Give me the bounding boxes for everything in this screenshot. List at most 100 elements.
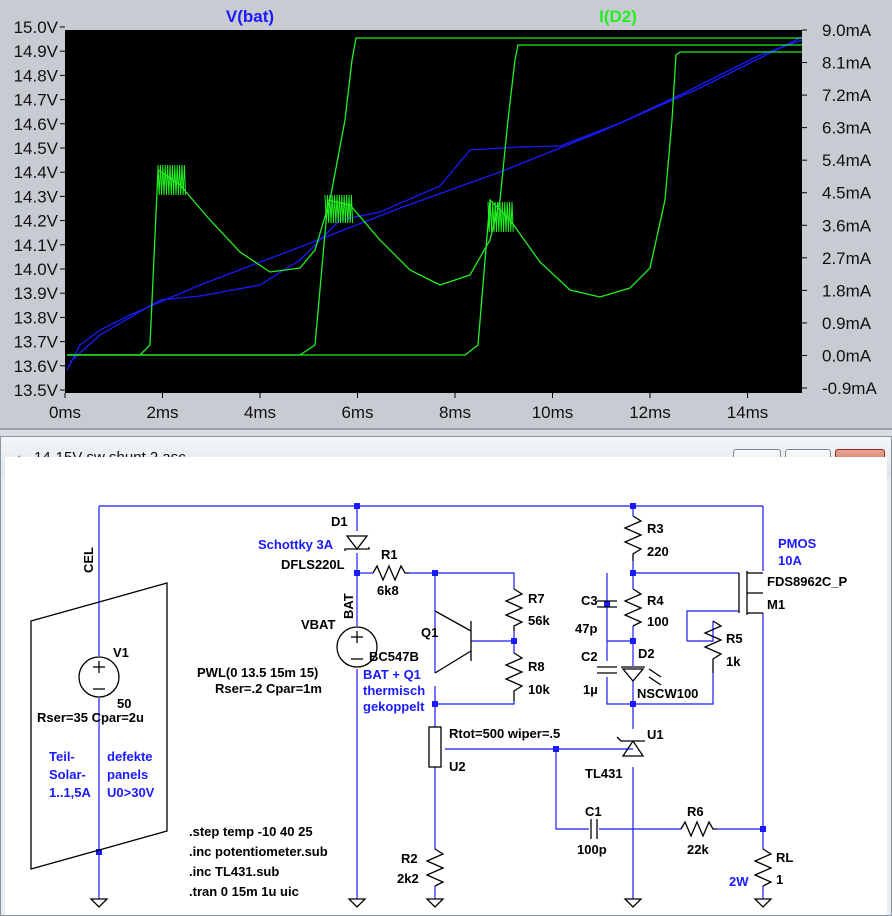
vbat-pwl[interactable]: PWL(0 13.5 15m 15) [197,665,318,680]
rl-value[interactable]: 1 [776,872,783,887]
panel-note-2[interactable]: Solar- [49,767,86,782]
r4-name[interactable]: R4 [647,593,664,608]
thermal-note-line3[interactable]: gekoppelt [363,699,425,714]
left-axis-tick-label: 13.7V [14,333,59,352]
q1-name[interactable]: Q1 [421,625,438,640]
plot-area[interactable] [65,30,802,393]
u1-name[interactable]: U1 [647,727,664,742]
c3-value[interactable]: 47p [575,621,597,636]
spice-directive-inc-pot[interactable]: .inc potentiometer.sub [189,844,328,859]
r7-name[interactable]: R7 [528,591,545,606]
vbat-params[interactable]: Rser=.2 Cpar=1m [215,681,322,696]
x-axis-tick-label: 2ms [146,403,178,422]
right-axis-tick-label: 8.1mA [822,54,872,73]
vbat-source-symbol [336,626,378,668]
r8-name[interactable]: R8 [528,659,545,674]
m1-model[interactable]: FDS8962C_P [767,574,848,589]
panel-note-3[interactable]: 1..1,5A [49,785,92,800]
pmos-label[interactable]: PMOS [778,536,817,551]
vbat-name[interactable]: VBAT [301,617,335,632]
left-axis-tick-label: 14.6V [14,115,59,134]
right-axis-tick-label: 5.4mA [822,151,872,170]
c2-value[interactable]: 1µ [583,682,598,697]
pot-value[interactable]: Rtot=500 wiper=.5 [449,726,560,741]
schematic-drawing[interactable]: CEL V1 50 Rser=35 Cpar=2u D1 DFLS220L R1… [5,457,887,915]
spice-directive-step[interactable]: .step temp -10 40 25 [189,824,313,839]
r3-name[interactable]: R3 [647,521,664,536]
left-axis-tick-label: 13.8V [14,308,59,327]
c1-name[interactable]: C1 [585,804,602,819]
vbat-trace-steps [69,39,802,363]
x-axis-tick-label: 12ms [629,403,671,422]
spice-directive-tran[interactable]: .tran 0 15m 1u uic [189,884,299,899]
c1-value[interactable]: 100p [577,842,607,857]
v1-source-symbol [78,656,120,698]
u2-name[interactable]: U2 [449,759,466,774]
id2-trace-a [67,37,802,356]
waveform-plot[interactable]: 15.0V14.9V14.8V14.7V14.6V14.5V14.4V14.3V… [0,0,892,428]
thermal-note-line1[interactable]: BAT + Q1 [363,667,421,682]
d1-model[interactable]: DFLS220L [281,557,345,572]
c3-name[interactable]: C3 [581,593,598,608]
d1-description[interactable]: Schottky 3A [258,537,334,552]
u1-model[interactable]: TL431 [585,766,623,781]
schematic-window[interactable]: ⊣⌐ 14-15V sw shunt 2.asc ✕ [0,436,892,916]
panel-note-5[interactable]: panels [107,767,148,782]
v1-params[interactable]: Rser=35 Cpar=2u [37,710,144,725]
ground-symbol [347,898,367,908]
r2-name[interactable]: R2 [401,851,418,866]
trace-label-vbat[interactable]: V(bat) [226,7,274,26]
right-axis-tick-label: 7.2mA [822,86,872,105]
r2-value[interactable]: 2k2 [397,871,419,886]
wires [98,505,764,899]
r1-value[interactable]: 6k8 [377,583,399,598]
r7-value[interactable]: 56k [528,613,550,628]
d1-diode-symbol [345,535,369,551]
v1-name[interactable]: V1 [113,645,129,660]
panel-note-6[interactable]: U0>30V [107,785,155,800]
trace-label-id2[interactable]: I(D2) [599,7,637,26]
right-axis-tick-label: 9.0mA [822,21,872,40]
r4-resistor-symbol [623,588,643,627]
panel-note-1[interactable]: Teil- [49,749,75,764]
d2-model[interactable]: NSCW100 [637,686,698,701]
panel-note-4[interactable]: defekte [107,749,153,764]
id2-trace-c [67,51,802,356]
r1-resistor-symbol [372,564,409,582]
r3-value[interactable]: 220 [647,544,669,559]
net-label-bat[interactable]: BAT [341,593,356,619]
thermal-note-line2[interactable]: thermisch [363,683,425,698]
r8-value[interactable]: 10k [528,682,550,697]
q1-model[interactable]: BC547B [369,649,419,664]
ground-symbol [89,898,109,908]
solar-panel-outline [30,582,168,870]
rl-power[interactable]: 2W [729,874,749,889]
left-axis-tick-label: 14.9V [14,42,59,61]
left-axis-tick-label: 14.0V [14,260,59,279]
c2-name[interactable]: C2 [581,649,598,664]
r2-resistor-symbol [425,848,445,887]
m1-name[interactable]: M1 [767,597,785,612]
d1-name[interactable]: D1 [331,514,348,529]
v1-value[interactable]: 50 [117,696,131,711]
r6-value[interactable]: 22k [687,842,709,857]
r1-name[interactable]: R1 [381,547,398,562]
d2-name[interactable]: D2 [638,646,655,661]
net-label-cel[interactable]: CEL [81,547,96,573]
schematic-canvas[interactable]: CEL V1 50 Rser=35 Cpar=2u D1 DFLS220L R1… [5,457,887,915]
right-axis-tick-label: 6.3mA [822,119,872,138]
x-axis-tick-label: 4ms [244,403,276,422]
pmos-current[interactable]: 10A [778,553,802,568]
r5-value[interactable]: 1k [726,654,741,669]
r5-name[interactable]: R5 [726,631,743,646]
u1-tl431-symbol [621,739,645,757]
r4-value[interactable]: 100 [647,614,669,629]
r6-name[interactable]: R6 [687,804,704,819]
rl-name[interactable]: RL [776,850,793,865]
d2-led-symbol [621,668,645,683]
left-axis-tick-label: 14.3V [14,187,59,206]
right-axis-tick-label: 0.0mA [822,346,872,365]
spice-directive-inc-tl431[interactable]: .inc TL431.sub [189,864,279,879]
